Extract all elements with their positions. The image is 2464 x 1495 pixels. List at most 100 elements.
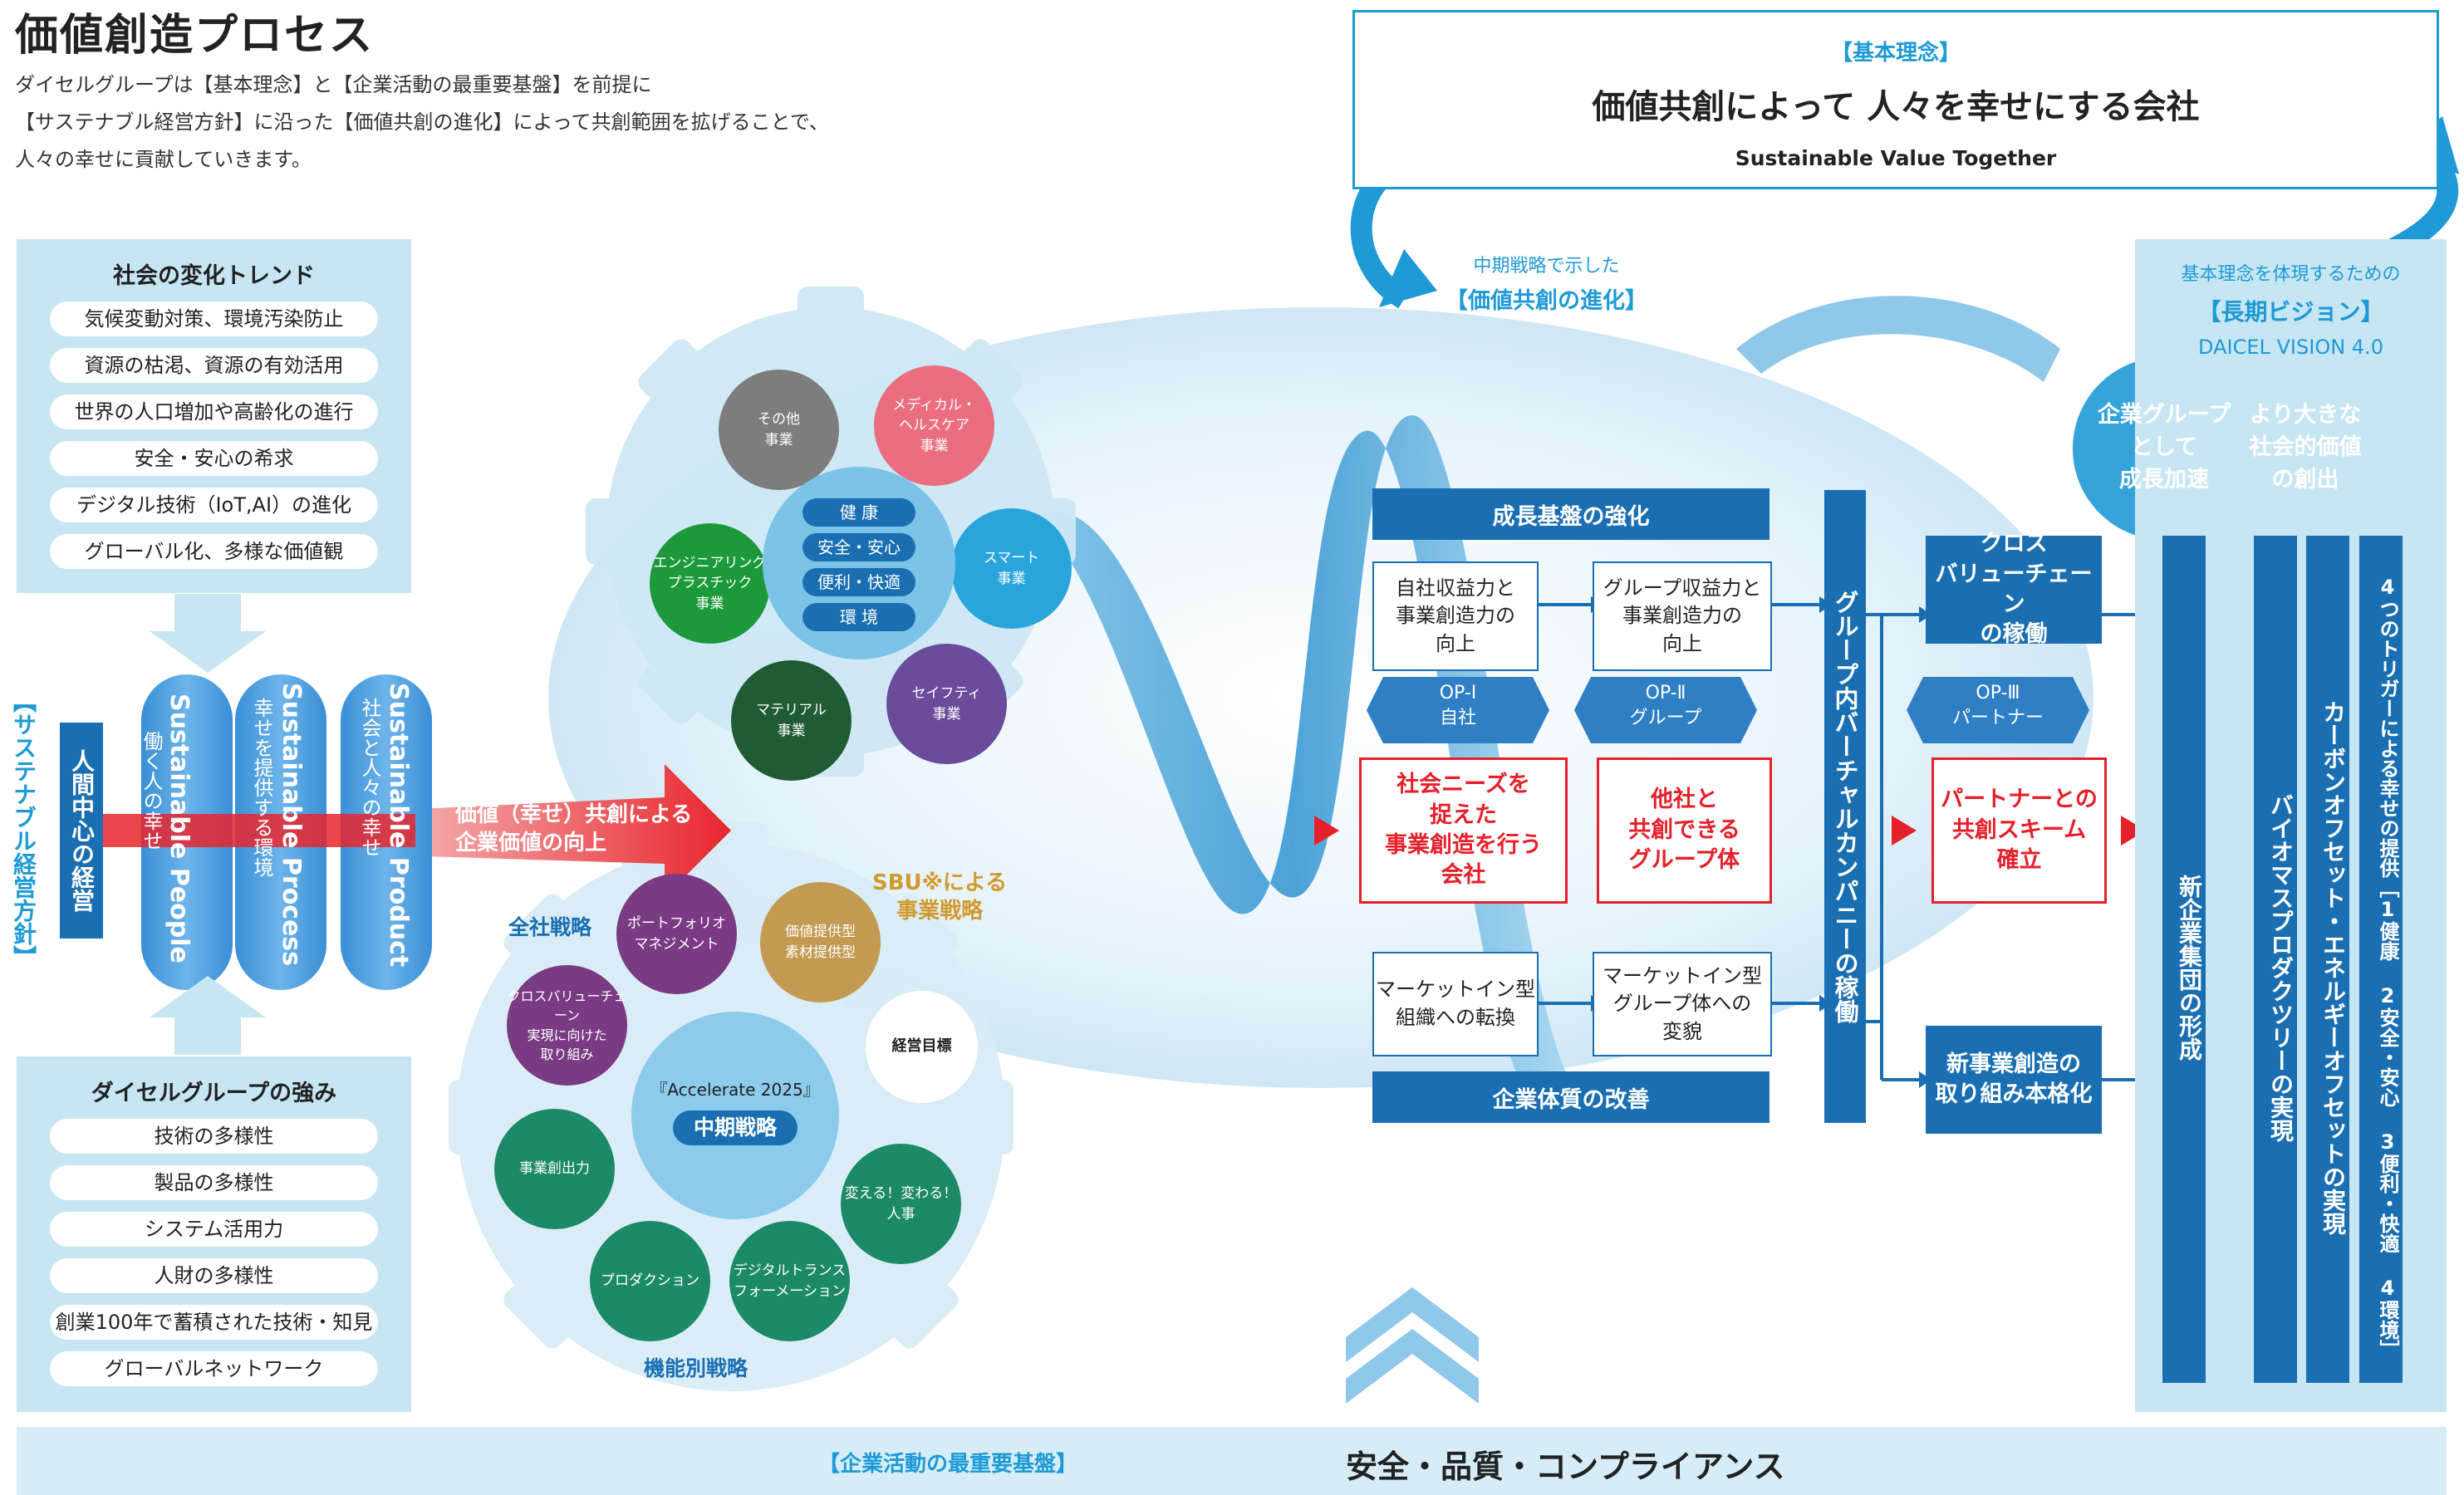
strength-item: 製品の多様性 — [50, 1165, 378, 1200]
strength-arrow — [150, 976, 266, 1055]
pillar-product-jp: 社会と人々の幸せ — [358, 698, 381, 857]
digital-transformation: デジタルトランス フォーメーション — [729, 1221, 850, 1341]
value-arrow-text: 価値（幸せ）共創による 企業価値の向上 — [455, 801, 692, 858]
pillar-red-band — [100, 814, 415, 847]
group-profit-box: グループ収益力と 事業創造力の 向上 — [1593, 561, 1772, 671]
intro-line-1: ダイセルグループは【基本理念】と【企業活動の最重要基盤】を前提に — [15, 73, 652, 96]
market-in-org-box: マーケットイン型 組織への転換 — [1372, 952, 1539, 1056]
trend-item: 世界の人口増加や高齢化の進行 — [50, 395, 378, 429]
vision-circle-right-text: より大きな 社会的価値 の創出 — [2249, 402, 2362, 493]
midterm-label-line-1: 中期戦略で示した — [1473, 256, 1620, 277]
business-smart: スマート 事業 — [951, 508, 1072, 629]
op3-sub: パートナー — [1951, 707, 2044, 728]
biomass-column: バイオマスプロダクツリーの実現 — [2254, 536, 2297, 1383]
trends-panel: 社会の変化トレンド 気候変動対策、環境汚染防止 資源の枯渇、資源の有効活用 世界… — [17, 239, 411, 593]
vision-line-1: 基本理念を体現するための — [2181, 264, 2401, 285]
production: プロダクション — [590, 1221, 710, 1341]
op1-sub: 自社 — [1439, 707, 1476, 728]
value-health: 健 康 — [803, 498, 915, 527]
value-provision-type: 価値提供型 素材提供型 — [760, 882, 881, 1002]
new-business-box: 新事業創造の 取り組み本格化 — [1926, 1026, 2102, 1134]
vision-circle-left-text: 企業グループ として 成長加速 — [2097, 402, 2231, 493]
business-creation-power: 事業創出力 — [494, 1109, 615, 1229]
value-arrow-shape — [399, 764, 731, 897]
partner-scheme-box: パートナーとの 共創スキーム 確立 — [1931, 757, 2107, 904]
pillar-process-jp: 幸せを提供する環境 — [250, 698, 273, 877]
pillar-people-en: Sustainable People — [164, 694, 194, 963]
op1-label: OP-Ⅰ — [1439, 683, 1477, 703]
business-other: その他 事業 — [719, 370, 839, 490]
upper-gear-center: 健 康 安全・安心 便利・快適 環 境 — [763, 467, 955, 659]
accelerate-title: 『Accelerate 2025』 — [650, 1080, 820, 1100]
trend-item: デジタル技術（IoT,AI）の進化 — [50, 488, 378, 522]
business-material: マテリアル 事業 — [731, 660, 852, 781]
corporate-quality-bar: 企業体質の改善 — [1372, 1071, 1769, 1123]
trends-title: 社会の変化トレンド — [113, 263, 315, 289]
philosophy-sub: Sustainable Value Together — [1735, 146, 2057, 170]
virtual-company-bar: グループ内バーチャルカンパニーの稼働 — [1824, 490, 1866, 1123]
triggers-column: 4つのトリガーによる幸せの提供［1健康 2安全・安心 3便利・快適 4環境］ — [2359, 536, 2403, 1383]
op3-badge: OP-Ⅲ パートナー — [1923, 681, 2073, 730]
strength-item: システム活用力 — [50, 1212, 378, 1247]
human-centric-label: 人間中心の経営 — [60, 723, 103, 939]
business-engineering-plastic: エンジニアリング プラスチック 事業 — [650, 523, 770, 644]
cross-value-chain-initiative: クロスバリューチェーン 実現に向けた 取り組み — [507, 965, 627, 1086]
strengths-panel: ダイセルグループの強み 技術の多様性 製品の多様性 システム活用力 人財の多様性… — [17, 1056, 411, 1412]
market-in-group-box: マーケットイン型 グループ体への 変貌 — [1593, 952, 1772, 1056]
vision-line-3: DAICEL VISION 4.0 — [2198, 336, 2383, 359]
value-arrow-line-1: 価値（幸せ）共創による — [455, 802, 693, 827]
strength-item: 人財の多様性 — [50, 1258, 378, 1293]
trend-item: 安全・安心の希求 — [50, 441, 378, 476]
trend-item: グローバル化、多様な価値観 — [50, 534, 378, 569]
trend-item: 気候変動対策、環境汚染防止 — [50, 301, 378, 336]
spiral-band-right — [1736, 296, 2060, 382]
op1-badge: OP-Ⅰ 自社 — [1383, 681, 1533, 730]
new-group-column: 新企業集団の形成 — [2162, 536, 2206, 1383]
op2-sub: グループ — [1629, 707, 1702, 728]
value-arrow-line-2: 企業価値の向上 — [455, 830, 607, 855]
intro-line-2: 【サステナブル経営方針】に沿った【価値共創の進化】によって共創範囲を拡げることで… — [15, 110, 829, 134]
carbon-offset-column: カーボンオフセット・エネルギーオフセットの実現 — [2306, 536, 2349, 1383]
midterm-evolution-label: 中期戦略で示した 【価値共創の進化】 — [1446, 251, 1647, 315]
growth-foundation-bar: 成長基盤の強化 — [1372, 488, 1769, 540]
page-title: 価値創造プロセス — [15, 11, 375, 61]
functional-strategy-label: 機能別戦略 — [644, 1356, 749, 1380]
footer-label: 【企業活動の最重要基盤】 — [818, 1452, 1078, 1477]
strengths-title: ダイセルグループの強み — [91, 1081, 337, 1106]
vision-line-2: 【長期ビジョン】 — [2197, 298, 2384, 326]
upward-chevrons — [1346, 1287, 1479, 1404]
strength-item: 創業100年で蓄積された技術・知見 — [50, 1305, 378, 1340]
midterm-label-line-2: 【価値共創の進化】 — [1446, 288, 1647, 314]
portfolio-management: ポートフォリオ マネジメント — [616, 874, 737, 994]
pillar-product-en: Sustainable Product — [384, 683, 413, 968]
op2-badge: OP-Ⅱ グループ — [1591, 681, 1740, 730]
op2-label: OP-Ⅱ — [1645, 683, 1686, 703]
philosophy-main: 価値共創によって 人々を幸せにする会社 — [1592, 88, 2200, 126]
vision-header: 基本理念を体現するための 【長期ビジョン】 DAICEL VISION 4.0 — [2135, 259, 2447, 359]
trend-arrow — [150, 594, 266, 673]
philosophy-label: 【基本理念】 — [1830, 41, 1961, 66]
corporate-strategy-label: 全社戦略 — [508, 915, 592, 939]
business-safety: セイフティ 事業 — [886, 644, 1007, 764]
society-needs-box: 社会ニーズを 捉えた 事業創造を行う 会社 — [1359, 757, 1568, 904]
sustainable-policy-label: 【サステナブル経営方針】 — [10, 689, 37, 968]
hr-change: 変える！変わる！ 人事 — [841, 1144, 961, 1264]
footer-main: 安全・品質・コンプライアンス — [1346, 1448, 1785, 1485]
intro-line-3: 人々の幸せに貢献していきます。 — [15, 148, 312, 171]
midterm-strategy-center: 『Accelerate 2025』 中期戦略 — [631, 1012, 839, 1219]
strength-item: 技術の多様性 — [50, 1119, 378, 1154]
strength-item: グローバルネットワーク — [50, 1351, 378, 1386]
footer-bar — [17, 1427, 2447, 1495]
pillar-people-jp: 働く人の幸せ — [140, 731, 163, 850]
co-creation-group-box: 他社と 共創できる グループ体 — [1597, 757, 1772, 904]
management-goals: 経営目標 — [861, 986, 983, 1108]
op-badges — [1367, 677, 2089, 743]
cross-value-chain-box: クロス バリューチェーン の稼働 — [1926, 531, 2102, 647]
sbu-strategy-label: SBU※による 事業戦略 — [872, 870, 1008, 924]
op3-label: OP-Ⅲ — [1976, 683, 2020, 703]
pillar-process-en: Sustainable Process — [277, 683, 306, 967]
midterm-badge: 中期戦略 — [673, 1110, 798, 1145]
value-environment: 環 境 — [803, 603, 915, 631]
self-profit-box: 自社収益力と 事業創造力の 向上 — [1372, 561, 1539, 671]
value-safety: 安全・安心 — [803, 533, 915, 561]
